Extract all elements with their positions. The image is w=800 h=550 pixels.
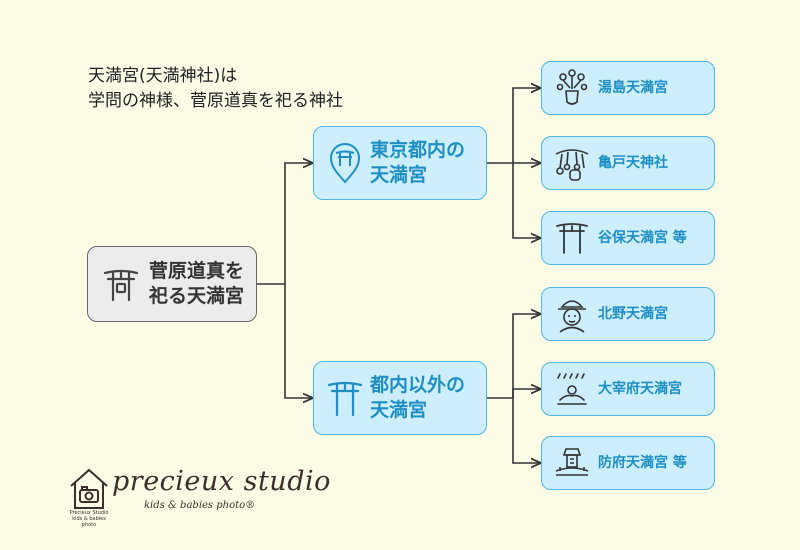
leaf-label: 亀戸天神社: [598, 155, 668, 171]
leaf-label: 防府天満宮 等: [598, 455, 687, 471]
header-line-2: 学問の神様、菅原道真を祀る神社: [88, 91, 343, 111]
leaf-yaho: 谷保天満宮 等: [541, 211, 715, 265]
brand-tagline: kids & babies photo®: [144, 500, 256, 511]
connector-root-to-group-1: [284, 163, 313, 284]
root-line-1: 菅原道真を: [149, 260, 245, 282]
connector-group-2-leaf-2: [512, 389, 541, 398]
torii-pin-icon: [326, 141, 364, 185]
torii-icon: [97, 260, 145, 308]
shrine-building-icon: [554, 443, 590, 483]
leaf-label: 湯島天満宮: [598, 80, 668, 96]
leaf-yushima: 湯島天満宮: [541, 61, 715, 115]
plum-blossom-icon: [554, 68, 590, 108]
group-node-outside-tokyo: 都内以外の 天満宮: [313, 361, 487, 435]
house-camera-logo-icon: [68, 466, 110, 510]
logo-caption: Precieux Studio kids & babies photo: [69, 510, 109, 528]
connector-group-2-leaf-1: [512, 314, 541, 398]
leaf-kameido: 亀戸天神社: [541, 136, 715, 190]
wisteria-icon: [554, 143, 590, 183]
group-1-line-1: 東京都内の: [370, 139, 466, 161]
brand-name: precieux studio: [112, 466, 331, 497]
connector-root-to-group-2: [284, 284, 313, 398]
group-2-line-1: 都内以外の: [370, 374, 466, 396]
connector-group-1-leaf-3: [512, 163, 541, 238]
header-line-1: 天満宮(天満神社)は: [88, 66, 238, 86]
group-2-line-2: 天満宮: [370, 399, 428, 421]
header-text: 天満宮(天満神社)は 学問の神様、菅原道真を祀る神社: [88, 64, 343, 114]
connector-group-1-leaf-1: [512, 88, 541, 163]
rain-person-icon: [554, 369, 590, 409]
leaf-hofu: 防府天満宮 等: [541, 436, 715, 490]
leaf-label: 谷保天満宮 等: [598, 230, 687, 246]
leaf-dazaifu: 大宰府天満宮: [541, 362, 715, 416]
connector-group-2-leaf-3: [512, 398, 541, 463]
torii-icon: [554, 218, 590, 258]
leaf-label: 大宰府天満宮: [598, 381, 682, 397]
root-line-2: 祀る天満宮: [149, 285, 245, 307]
group-node-tokyo: 東京都内の 天満宮: [313, 126, 487, 200]
root-node: 菅原道真を 祀る天満宮: [87, 246, 257, 322]
torii-icon: [326, 376, 364, 420]
leaf-label: 北野天満宮: [598, 306, 668, 322]
logo-caption-sub: kids & babies photo: [72, 516, 106, 528]
leaf-kitano: 北野天満宮: [541, 287, 715, 341]
group-1-line-2: 天満宮: [370, 164, 428, 186]
logo-caption-name: Precieux Studio: [69, 510, 109, 516]
sugawara-face-icon: [554, 294, 590, 334]
